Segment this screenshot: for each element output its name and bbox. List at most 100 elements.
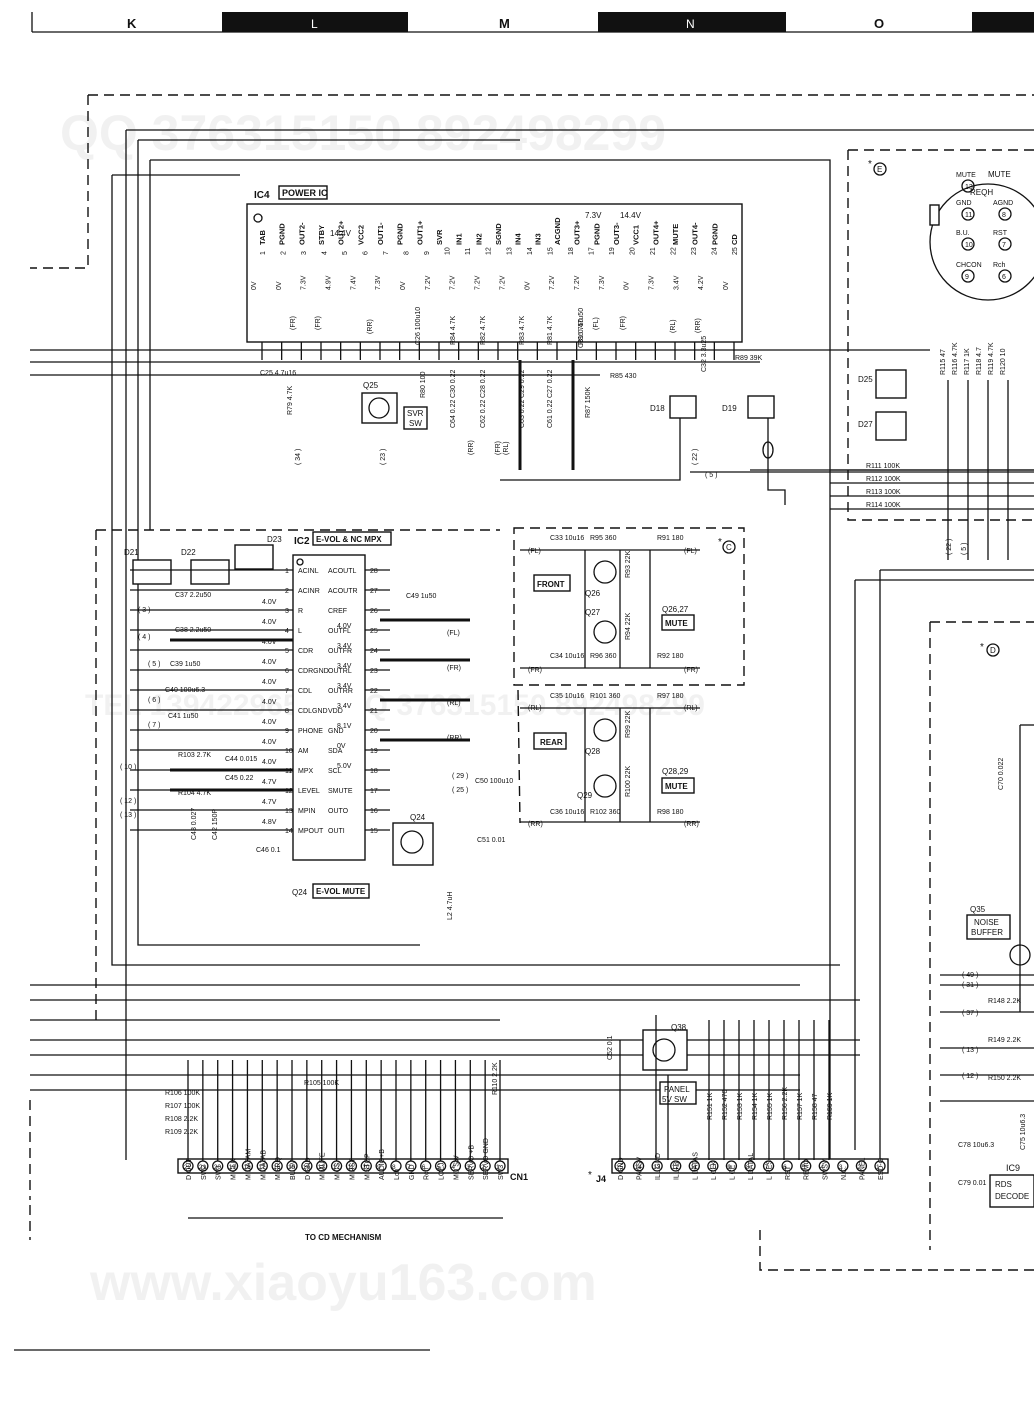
- ic2-input-part: C49 1u50: [406, 593, 436, 600]
- rear-amp: REAR MUTE Q28,29 Q28 Q29: [533, 718, 695, 800]
- q27-label: Q27: [585, 608, 601, 617]
- j4-pin-name: L DATAL: [748, 1153, 755, 1180]
- ic2-pin-name: OUTO: [328, 808, 349, 815]
- d22-label: D22: [181, 548, 196, 557]
- panel-5v-label: 5V SW: [662, 1095, 687, 1104]
- cn1-pin-name: Rch: [424, 1167, 431, 1180]
- right-part-label: C70 0.022: [998, 758, 1005, 790]
- ic2-output-signal: (FR): [447, 665, 461, 672]
- connector-pin: [961, 269, 975, 283]
- cn1-pin-number: 15: [288, 1164, 296, 1171]
- rear-label: REAR: [540, 738, 563, 747]
- j4-pin-name: ILL+B: [674, 1161, 681, 1180]
- ic4-pin-voltage: 0V: [624, 281, 631, 290]
- front-amp-part: C33 10u16: [550, 535, 584, 542]
- cn1-pin-name: GND: [409, 1164, 416, 1180]
- ic2-input-part: C45 0.22: [225, 775, 254, 782]
- ic4-resistor-label: R82 4.7K: [480, 315, 487, 345]
- ic2-pin-number: 5: [285, 648, 289, 655]
- ic2-pin-name: ACOUTL: [328, 568, 357, 575]
- ic4-pin-name: IN1: [455, 233, 464, 245]
- j4-pin: [781, 1160, 793, 1172]
- power-ic-signal-label: (RL): [670, 319, 677, 333]
- ic2-pin-name: CDL: [298, 688, 312, 695]
- right-net: ( 37 ): [962, 1010, 978, 1017]
- ic4-pin-name: IN2: [474, 233, 483, 245]
- ic2-left-voltage: 4.0V: [262, 679, 277, 686]
- rear-amp-part: C36 10u16: [550, 809, 584, 816]
- marker-c: C: [726, 543, 732, 552]
- cn1-pin-number: 19: [229, 1164, 237, 1171]
- connector-pin: [998, 237, 1012, 251]
- q38-panel-switch: Q38 PANEL 5V SW: [642, 1023, 697, 1105]
- connector-pin-name: CHCON: [956, 262, 982, 269]
- ic4-pin-number: 1: [260, 251, 267, 255]
- ic4-pin-name: SGND: [494, 223, 503, 245]
- j4-part-label: R158 47: [812, 1093, 819, 1120]
- j4-part-label: R155 1K: [767, 1092, 774, 1120]
- right-resistor-label: R115 47: [940, 349, 947, 375]
- ic4-pin-number: 15: [547, 247, 554, 255]
- rds-label: RDS: [995, 1180, 1012, 1189]
- j4-pin-name: L CE: [729, 1164, 736, 1180]
- q38-label: Q38: [671, 1023, 687, 1032]
- ic4-capacitor-label: C26 100u10: [415, 307, 422, 345]
- ic4-resistor-label: R83 4.7K: [519, 315, 526, 345]
- ic2-evol-nc-mpx: IC2 E-VOL & NC MPX ACINL1ACINR2R3L4CDR5C…: [130, 531, 392, 861]
- right-mute-label: MUTE: [988, 170, 1011, 179]
- power-ic-signal-label: (FR): [620, 316, 627, 330]
- cn1-pin-number: 10: [362, 1164, 370, 1171]
- power-ic-signal-label: (FR): [315, 316, 322, 330]
- j4-pin: [632, 1160, 645, 1172]
- ic4-pin-number: 25: [732, 247, 739, 255]
- d21-label: D21: [124, 548, 139, 557]
- front-amp: FRONT MUTE Q26,27 Q26 Q27: [533, 560, 695, 644]
- ic4-supply-a: 14.4V: [330, 229, 352, 238]
- rear-amp-part: R98 180: [657, 809, 684, 816]
- cn1-part-label: R107 100K: [165, 1103, 200, 1110]
- ic4-pin-voltage: 7.2V: [549, 275, 556, 290]
- cn1-part-label: R109 2.2K: [165, 1129, 198, 1136]
- q35-noise-buffer: Q35 NOISE BUFFER: [966, 905, 1031, 966]
- j4-label: J4: [596, 1174, 606, 1184]
- ic4-resistor-label: R87 150K: [585, 387, 592, 418]
- ic4-resistor-label: R85 430: [610, 373, 637, 380]
- front-amp-part: R94 22K: [625, 612, 632, 640]
- ic4-pin-voltage: 3.4V: [673, 275, 680, 290]
- diode-d18: D18: [650, 395, 697, 419]
- buffer-label: BUFFER: [971, 928, 1003, 937]
- ic4-pin-name: OUT2-: [297, 222, 306, 245]
- connector-pin: [998, 269, 1012, 283]
- ic4-capacitor-label: C63 0.22: [519, 399, 526, 428]
- ic4-pin-name: CD: [730, 234, 739, 245]
- cn1-pin-number: 16: [273, 1164, 281, 1171]
- evol-mute-label: E-VOL MUTE: [316, 887, 366, 896]
- connector-pin-number: 7: [1002, 242, 1006, 249]
- front-amp-part: R92 180: [657, 653, 684, 660]
- right-connector-ic: MUTE REQH 13MUTE11GND10B.U.9CHCON8AGND7R…: [929, 170, 1034, 301]
- q25-svr-switch: Q25 SVR SW: [361, 381, 428, 430]
- cn1-pin-number: 22: [184, 1164, 192, 1171]
- ic2-pin-name: CDR: [298, 648, 313, 655]
- j4-pin-number: 9: [727, 1164, 731, 1171]
- ic2-input-part: L2 4.7uH: [447, 892, 454, 920]
- ic2-pin-name: OUTFR: [328, 648, 352, 655]
- connector-pin-number: 11: [965, 212, 972, 219]
- ic4-supply-b: 7.3V: [585, 211, 602, 220]
- rear-amp-part: R102 360: [590, 809, 620, 816]
- ic4-pin-number: 6: [363, 251, 370, 255]
- ic4-capacitor-label: C29 0.22: [519, 369, 526, 398]
- ic4-pin-name: PGND: [592, 223, 601, 245]
- ic4-pin-number: 10: [445, 247, 452, 255]
- connector-pin-name: MUTE: [956, 172, 976, 179]
- ic2-pin-number: 22: [370, 688, 378, 695]
- q28-29-label: Q28,29: [662, 767, 689, 776]
- j4-pin-number: 8: [746, 1164, 750, 1171]
- j4-pin: [855, 1160, 868, 1172]
- ic2-pin-number: 19: [370, 748, 378, 755]
- ic2-input-net: ( 13 ): [120, 812, 136, 819]
- ic4-pin-number: 21: [650, 247, 657, 255]
- ic4-pin-voltage: 7.2V: [475, 275, 482, 290]
- cn1-pin-number: 4: [451, 1164, 455, 1171]
